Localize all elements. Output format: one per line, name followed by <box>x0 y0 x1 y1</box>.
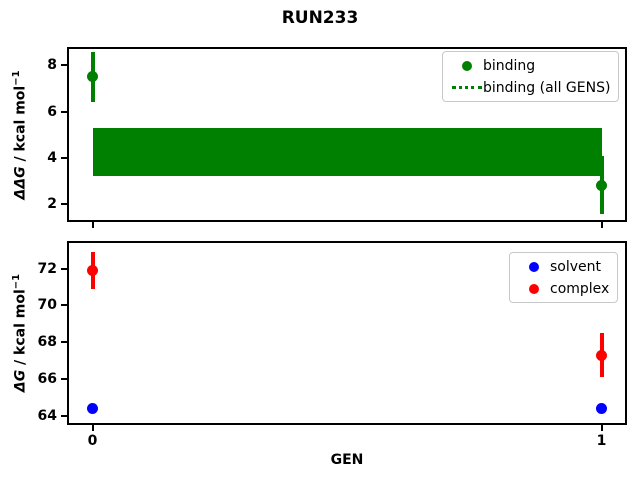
data-point-marker <box>87 71 98 83</box>
circle-marker-icon <box>529 261 539 272</box>
y-tick-label: 68 <box>37 334 57 351</box>
y-tick-label: 8 <box>47 57 57 74</box>
y-tick-label: 2 <box>47 195 57 212</box>
y-tick <box>61 64 67 67</box>
y-tick <box>61 304 67 307</box>
y-tick-label: 6 <box>47 103 57 120</box>
y-axis-label-unit: / kcal mol <box>12 289 29 370</box>
legend-item: complex <box>518 279 609 298</box>
x-tick-label: 1 <box>596 433 607 449</box>
x-tick <box>91 222 94 228</box>
confidence-band <box>92 127 602 176</box>
y-tick-label: 72 <box>37 260 57 277</box>
circle-marker-icon <box>462 60 472 71</box>
legend-label: solvent <box>550 258 602 275</box>
y-axis-label-math: ΔG <box>12 369 29 393</box>
legend-label: binding <box>483 57 536 74</box>
legend-label: complex <box>550 280 610 297</box>
figure-title: RUN233 <box>281 8 359 28</box>
y-tick <box>61 378 67 380</box>
data-point-marker <box>596 179 607 191</box>
legend-marker-icon <box>518 283 550 294</box>
y-tick <box>61 202 67 205</box>
plot-frame <box>67 47 627 222</box>
y-axis-label-superscript: −1 <box>11 273 22 290</box>
x-tick-label: 0 <box>87 433 98 449</box>
legend-marker-icon <box>518 261 550 272</box>
x-tick <box>91 425 94 431</box>
plot-frame <box>67 241 627 425</box>
data-point-marker <box>596 349 607 361</box>
y-tick <box>61 267 67 270</box>
data-point-marker <box>596 402 607 414</box>
legend-marker-icon <box>451 60 483 71</box>
data-point-marker <box>87 402 98 414</box>
legend-line-icon <box>451 86 483 89</box>
y-tick-label: 4 <box>47 149 57 166</box>
legend: solvent complex <box>509 252 619 303</box>
x-tick <box>600 222 603 228</box>
legend-item: binding <box>451 56 610 75</box>
y-tick-label: 66 <box>37 371 57 387</box>
y-axis-label: ΔG / kcal mol−1 <box>11 223 31 443</box>
legend-label: binding (all GENS) <box>483 79 611 96</box>
y-tick <box>61 341 67 344</box>
x-axis-label: GEN <box>330 452 364 468</box>
y-tick <box>61 110 67 113</box>
dotted-line-icon <box>452 86 482 89</box>
legend-item: binding (all GENS) <box>451 78 610 97</box>
data-point-marker <box>87 264 98 276</box>
y-tick <box>61 414 67 417</box>
circle-marker-icon <box>529 283 539 294</box>
y-tick-label: 64 <box>37 407 57 424</box>
y-tick-label: 70 <box>37 297 57 314</box>
legend-item: solvent <box>518 257 609 276</box>
legend: binding binding (all GENS) <box>442 51 620 102</box>
x-tick <box>600 425 603 431</box>
y-tick <box>61 156 67 159</box>
